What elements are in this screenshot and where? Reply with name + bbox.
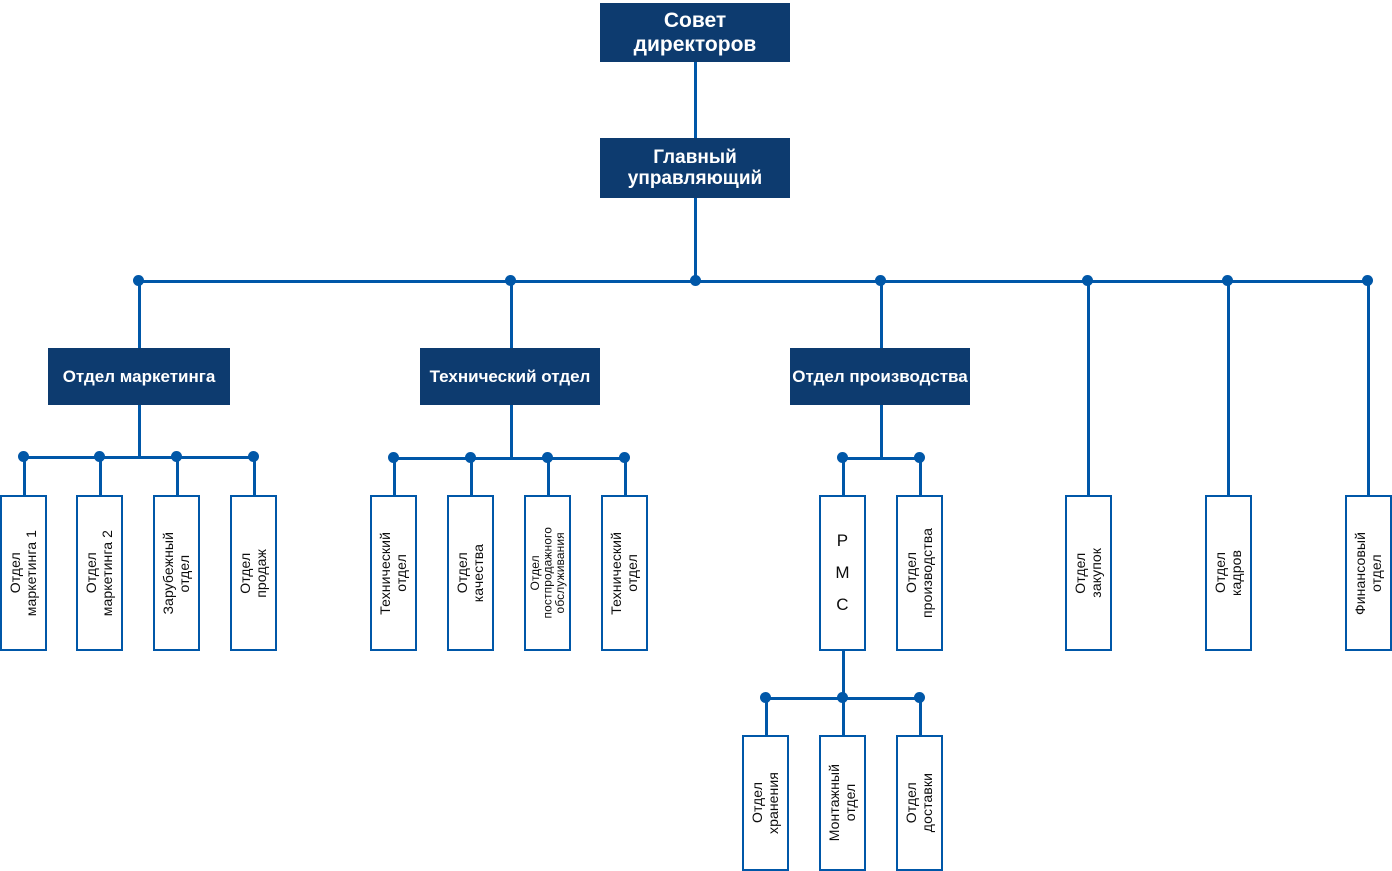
connector-drop-productiondept xyxy=(919,457,922,495)
node-board-of-directors-label: Совет директоров xyxy=(633,8,757,56)
node-foreign-department[interactable]: Зарубежный отдел xyxy=(153,495,200,651)
connector-drop-mkt2 xyxy=(99,456,102,495)
node-production-unit[interactable]: Отдел производства xyxy=(896,495,943,651)
node-production-department-label: Отдел производства xyxy=(792,366,968,386)
connector-drop-assembly xyxy=(842,697,845,735)
node-purchasing-department-label: Отдел закупок xyxy=(1072,548,1105,598)
node-aftersales-service-department[interactable]: Отдел постпродажного обслуживания xyxy=(524,495,571,651)
node-marketing-department[interactable]: Отдел маркетинга xyxy=(48,348,230,405)
node-marketing-unit-1-label: Отдел маркетинга 1 xyxy=(7,529,40,617)
connector-drop-aftersales xyxy=(547,457,550,495)
node-technical-unit-2[interactable]: Технический отдел xyxy=(601,495,648,651)
connector-production-bus xyxy=(842,457,922,460)
node-storage-department-label: Отдел хранения xyxy=(749,771,782,835)
connector-drop-foreign xyxy=(176,456,179,495)
node-finance-department-label: Финансовый отдел xyxy=(1352,531,1385,615)
connector-rmc-stem xyxy=(842,651,845,697)
connector-board-to-gm xyxy=(694,62,697,138)
connector-drop-sales xyxy=(253,456,256,495)
node-general-manager[interactable]: Главный управляющий xyxy=(600,138,790,198)
node-technical-unit-1-label: Технический отдел xyxy=(377,531,410,615)
connector-gm-to-bus xyxy=(694,198,697,282)
connector-bus-to-hr xyxy=(1227,280,1230,495)
node-production-unit-label: Отдел производства xyxy=(903,528,936,618)
node-technical-department[interactable]: Технический отдел xyxy=(420,348,600,405)
node-rmc[interactable]: Р М С xyxy=(819,495,866,651)
node-marketing-unit-1[interactable]: Отдел маркетинга 1 xyxy=(0,495,47,651)
node-hr-department-label: Отдел кадров xyxy=(1212,550,1245,596)
junction-dot-gm-center xyxy=(690,275,701,286)
connector-production-stem xyxy=(880,405,883,457)
node-delivery-department[interactable]: Отдел доставки xyxy=(896,735,943,871)
node-rmc-label: Р М С xyxy=(835,530,850,615)
node-marketing-department-label: Отдел маркетинга xyxy=(62,366,216,386)
connector-bus-to-finance xyxy=(1367,280,1370,495)
node-finance-department[interactable]: Финансовый отдел xyxy=(1345,495,1392,651)
node-marketing-unit-2[interactable]: Отдел маркетинга 2 xyxy=(76,495,123,651)
connector-drop-rmc xyxy=(842,457,845,495)
connector-technical-stem xyxy=(510,405,513,457)
connector-marketing-stem xyxy=(138,405,141,456)
node-assembly-department-label: Монтажный отдел xyxy=(826,764,859,842)
node-technical-department-label: Технический отдел xyxy=(429,366,591,386)
connector-drop-quality xyxy=(470,457,473,495)
connector-bus-to-technical xyxy=(510,280,513,348)
node-board-of-directors[interactable]: Совет директоров xyxy=(600,3,790,62)
node-delivery-department-label: Отдел доставки xyxy=(903,773,936,833)
node-storage-department[interactable]: Отдел хранения xyxy=(742,735,789,871)
node-quality-department[interactable]: Отдел качества xyxy=(447,495,494,651)
node-general-manager-label: Главный управляющий xyxy=(627,146,763,189)
connector-drop-tech1 xyxy=(393,457,396,495)
connector-technical-bus xyxy=(393,457,627,460)
node-production-department[interactable]: Отдел производства xyxy=(790,348,970,405)
node-sales-department-label: Отдел продаж xyxy=(237,548,270,598)
node-assembly-department[interactable]: Монтажный отдел xyxy=(819,735,866,871)
connector-bus-to-purchasing xyxy=(1087,280,1090,495)
connector-drop-mkt1 xyxy=(23,456,26,495)
node-hr-department[interactable]: Отдел кадров xyxy=(1205,495,1252,651)
node-aftersales-service-department-label: Отдел постпродажного обслуживания xyxy=(527,527,567,619)
connector-drop-tech2 xyxy=(624,457,627,495)
connector-bus-to-production xyxy=(880,280,883,348)
connector-drop-storage xyxy=(765,697,768,735)
connector-bus-to-marketing xyxy=(138,280,141,348)
node-technical-unit-1[interactable]: Технический отдел xyxy=(370,495,417,651)
connector-marketing-bus xyxy=(23,456,256,459)
node-marketing-unit-2-label: Отдел маркетинга 2 xyxy=(83,529,116,617)
connector-drop-delivery xyxy=(919,697,922,735)
node-purchasing-department[interactable]: Отдел закупок xyxy=(1065,495,1112,651)
connector-main-bus xyxy=(138,280,1370,283)
node-foreign-department-label: Зарубежный отдел xyxy=(160,531,193,615)
node-sales-department[interactable]: Отдел продаж xyxy=(230,495,277,651)
node-technical-unit-2-label: Технический отдел xyxy=(608,531,641,615)
node-quality-department-label: Отдел качества xyxy=(454,543,487,603)
